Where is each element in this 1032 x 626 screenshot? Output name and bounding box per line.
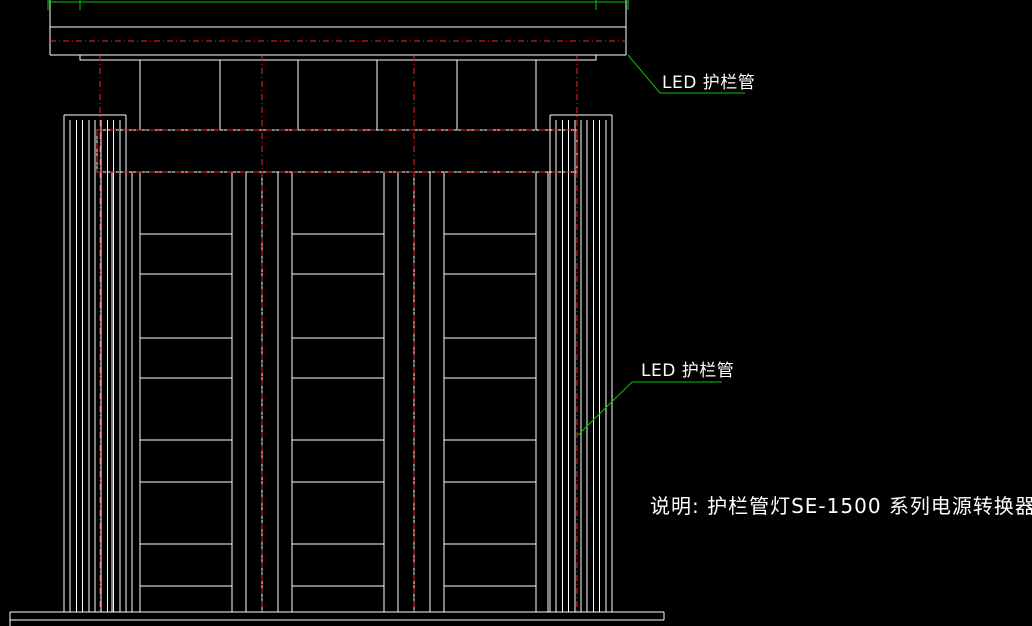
leader-led-tube-top xyxy=(627,54,745,94)
leader-led-tube-middle xyxy=(577,381,722,436)
description-note: 说明: 护栏管灯SE-1500 系列电源转换器 xyxy=(650,494,1032,518)
led-tube-label-middle: LED 护栏管 xyxy=(641,361,735,381)
structure-lines xyxy=(9,0,665,626)
lintel-beam xyxy=(96,129,578,173)
led-tube-hidden-lines xyxy=(50,40,626,612)
cornice-fillet xyxy=(79,54,597,61)
leader-lines xyxy=(47,0,745,436)
led-tube-label-top: LED 护栏管 xyxy=(662,73,756,93)
